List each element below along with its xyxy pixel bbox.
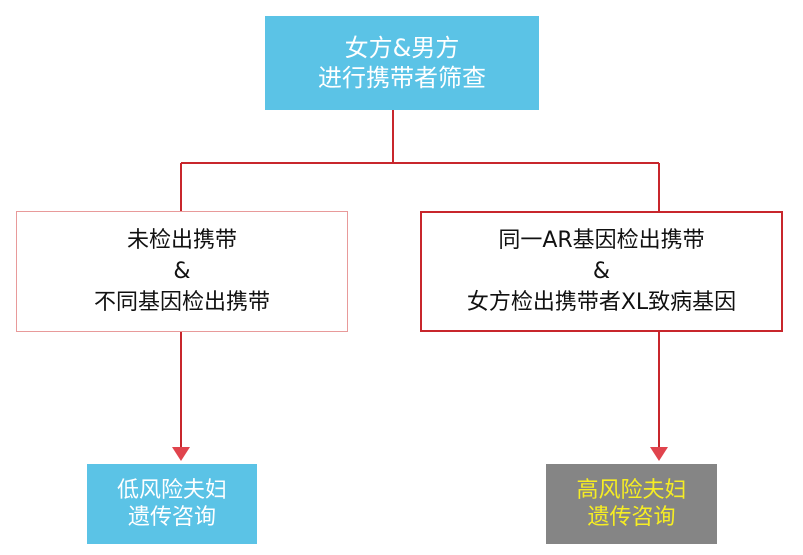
low-risk-line-2: 遗传咨询 <box>127 505 216 530</box>
no-shared-carrier-line-2: & <box>173 258 191 284</box>
no-shared-carrier-box: 未检出携带 & 不同基因检出携带 <box>16 211 348 332</box>
no-shared-carrier-line-3: 不同基因检出携带 <box>93 290 270 316</box>
high-risk-line-1: 高风险夫妇 <box>576 477 687 503</box>
shared-carrier-line-3: 女方检出携带者XL致病基因 <box>466 290 737 316</box>
arrow-head-left <box>172 447 190 461</box>
high-risk-box: 高风险夫妇 遗传咨询 <box>546 464 717 544</box>
screening-box: 女方&男方 进行携带者筛查 <box>265 16 539 110</box>
low-risk-line-1: 低风险夫妇 <box>116 477 227 503</box>
high-risk-line-2: 遗传咨询 <box>587 505 676 530</box>
screening-line-1: 女方&男方 <box>344 34 460 62</box>
low-risk-box: 低风险夫妇 遗传咨询 <box>87 464 257 544</box>
shared-carrier-line-2: & <box>592 258 611 284</box>
no-shared-carrier-line-1: 未检出携带 <box>126 227 237 253</box>
screening-line-2: 进行携带者筛查 <box>318 64 486 92</box>
shared-carrier-line-1: 同一AR基因检出携带 <box>498 227 705 253</box>
shared-carrier-box: 同一AR基因检出携带 & 女方检出携带者XL致病基因 <box>420 211 783 332</box>
arrow-head-right <box>650 447 668 461</box>
